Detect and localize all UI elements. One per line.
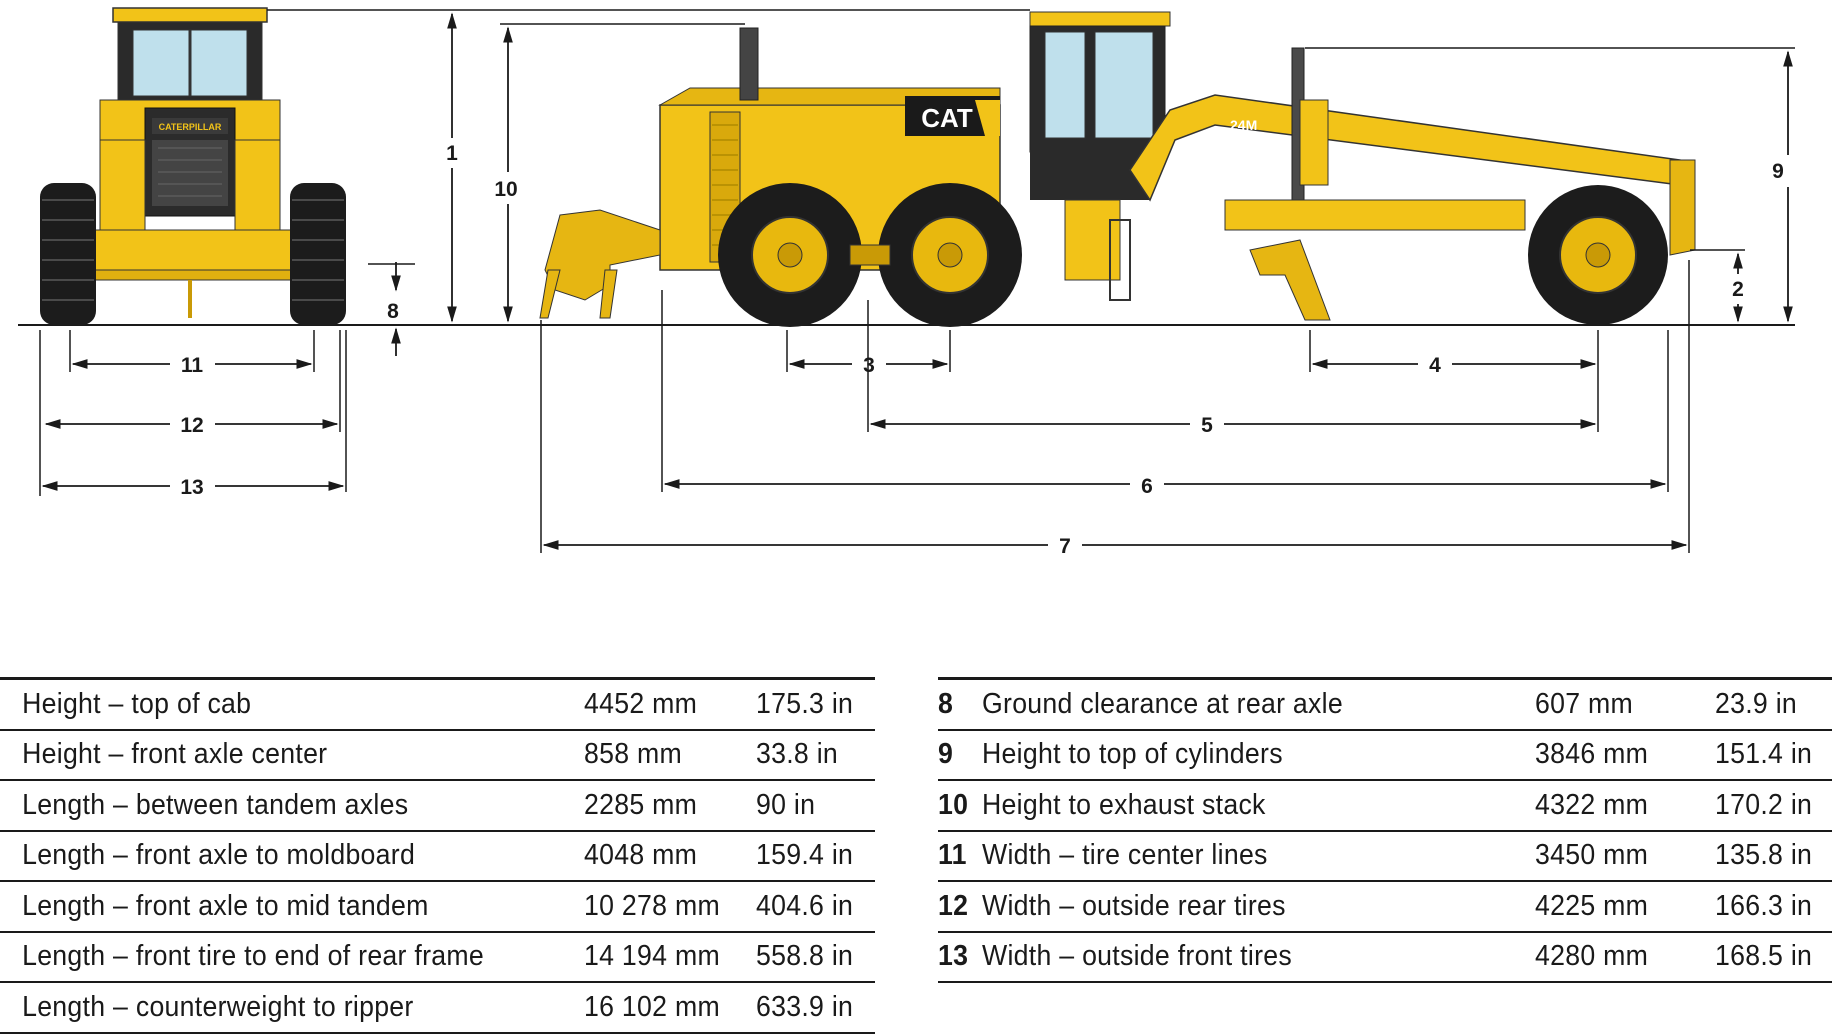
spec-mm: 3450 mm <box>1535 830 1701 882</box>
spec-mm: 4225 mm <box>1535 881 1701 933</box>
dimension-label-8: 8 <box>387 300 399 323</box>
spec-in: 175.3 in <box>756 677 866 731</box>
spec-label: Ground clearance at rear axle <box>982 677 1491 731</box>
table-row: Length – front axle to mid tandem 10 278… <box>0 881 875 933</box>
spec-mm: 4048 mm <box>584 830 743 882</box>
dimension-numbers: 1 2 3 4 5 6 7 8 9 10 11 12 13 <box>180 142 1784 558</box>
dimension-arrows <box>41 12 1793 550</box>
dimension-label-3: 3 <box>863 354 875 377</box>
front-view-grader: CATERPILLAR <box>40 7 346 325</box>
spec-table-right: 8 Ground clearance at rear axle 607 mm 2… <box>938 677 1832 983</box>
spec-in: 159.4 in <box>756 830 866 882</box>
table-row: 10 Height to exhaust stack 4322 mm 170.2… <box>938 780 1832 832</box>
dimension-label-6: 6 <box>1141 475 1153 498</box>
table-row: 9 Height to top of cylinders 3846 mm 151… <box>938 729 1832 781</box>
spec-in: 33.8 in <box>756 729 866 781</box>
table-row: Height – front axle center 858 mm 33.8 i… <box>0 729 875 781</box>
dimension-label-10: 10 <box>494 178 517 201</box>
spec-mm: 4322 mm <box>1535 780 1701 832</box>
spec-in: 170.2 in <box>1715 780 1823 832</box>
spec-mm: 14 194 mm <box>584 931 743 983</box>
spec-label: Length – front tire to end of rear frame <box>0 931 538 983</box>
table-row: 11 Width – tire center lines 3450 mm 135… <box>938 830 1832 882</box>
spec-label: Length – front axle to moldboard <box>0 830 538 882</box>
dimension-label-13: 13 <box>180 476 203 499</box>
spec-in: 168.5 in <box>1715 931 1823 983</box>
spec-mm: 10 278 mm <box>584 881 743 933</box>
spec-number: 11 <box>938 830 979 882</box>
spec-mm: 4452 mm <box>584 677 743 731</box>
spec-mm: 858 mm <box>584 729 743 781</box>
hood-logo: CAT <box>921 103 973 133</box>
dimension-label-11: 11 <box>181 354 204 377</box>
spec-in: 23.9 in <box>1715 677 1823 731</box>
spec-label: Height to top of cylinders <box>982 729 1491 781</box>
dimension-label-9: 9 <box>1772 160 1784 183</box>
table-row: Length – between tandem axles 2285 mm 90… <box>0 780 875 832</box>
spec-mm: 2285 mm <box>584 780 743 832</box>
table-row: 12 Width – outside rear tires 4225 mm 16… <box>938 881 1832 933</box>
spec-number: 12 <box>938 881 979 933</box>
table-row: Height – top of cab 4452 mm 175.3 in <box>0 677 875 731</box>
spec-label: Length – front axle to mid tandem <box>0 881 538 933</box>
front-brand-text: CATERPILLAR <box>159 122 222 132</box>
side-view-grader: CAT 24M <box>539 11 1696 327</box>
table-row: Length – front tire to end of rear frame… <box>0 931 875 983</box>
extension-lines <box>39 9 1795 553</box>
spec-number: 8 <box>938 677 979 731</box>
dimension-label-7: 7 <box>1059 535 1071 558</box>
table-row: 13 Width – outside front tires 4280 mm 1… <box>938 931 1832 983</box>
spec-label: Width – outside rear tires <box>982 881 1491 933</box>
spec-in: 166.3 in <box>1715 881 1823 933</box>
spec-number: 13 <box>938 931 979 983</box>
spec-label: Width – tire center lines <box>982 830 1491 882</box>
spec-label: Height – front axle center <box>0 729 538 781</box>
spec-in: 151.4 in <box>1715 729 1823 781</box>
spec-mm: 4280 mm <box>1535 931 1701 983</box>
spec-in: 558.8 in <box>756 931 866 983</box>
spec-in: 404.6 in <box>756 881 866 933</box>
dimension-diagram: CATERPILLAR CAT <box>18 7 1795 558</box>
spec-in: 90 in <box>756 780 866 832</box>
table-row: 8 Ground clearance at rear axle 607 mm 2… <box>938 677 1832 731</box>
spec-label: Length – between tandem axles <box>0 780 538 832</box>
dimension-label-4: 4 <box>1429 354 1441 377</box>
spec-label: Height to exhaust stack <box>982 780 1491 832</box>
model-badge: 24M <box>1230 117 1257 133</box>
spec-number: 10 <box>938 780 979 832</box>
spec-label: Length – counterweight to ripper <box>0 982 538 1034</box>
spec-label: Width – outside front tires <box>982 931 1491 983</box>
spec-label: Height – top of cab <box>0 677 538 731</box>
spec-in: 633.9 in <box>756 982 866 1034</box>
dimension-label-5: 5 <box>1201 414 1213 437</box>
table-row: Length – counterweight to ripper 16 102 … <box>0 982 875 1034</box>
spec-table-left: Height – top of cab 4452 mm 175.3 in Hei… <box>0 677 875 1034</box>
spec-mm: 607 mm <box>1535 677 1701 731</box>
spec-number: 9 <box>938 729 979 781</box>
dimension-label-12: 12 <box>180 414 203 437</box>
dimension-label-1: 1 <box>446 142 458 165</box>
spec-mm: 3846 mm <box>1535 729 1701 781</box>
table-row: Length – front axle to moldboard 4048 mm… <box>0 830 875 882</box>
dimension-label-2: 2 <box>1732 278 1744 301</box>
spec-mm: 16 102 mm <box>584 982 743 1034</box>
spec-in: 135.8 in <box>1715 830 1823 882</box>
